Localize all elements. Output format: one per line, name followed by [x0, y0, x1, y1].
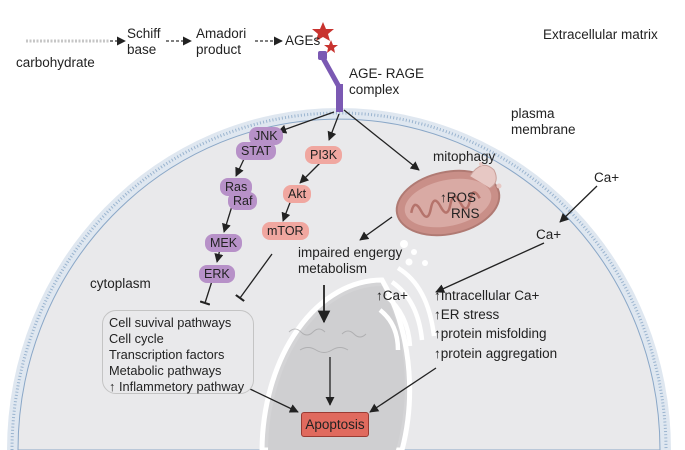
ros-label: ↑ROS — [440, 190, 477, 205]
er-effect-er-stress: ↑ER stress — [434, 307, 500, 322]
ca-outer-label: Ca+ — [594, 170, 620, 185]
outcome-item: Transcription factors — [109, 347, 225, 362]
pi3k-node: PI3K — [305, 146, 343, 164]
er-vesicles — [400, 240, 428, 266]
mek-node: MEK — [205, 234, 243, 252]
ca-er-label: ↑Ca+ — [376, 288, 408, 303]
ras-node: Ras — [220, 178, 253, 196]
endoplasmic-reticulum-icon — [378, 266, 437, 351]
extracellular-matrix-label: Extracellular matrix — [543, 27, 658, 42]
outcome-item: Metabolic pathways — [109, 363, 222, 378]
er-effect-protein-aggregation: ↑protein aggregation — [434, 346, 558, 361]
rage-receptor-icon — [318, 51, 343, 112]
cellular-outcomes-box: Cell suvival pathways Cell cycle Transcr… — [102, 310, 254, 394]
outcome-item: Cell suvival pathways — [109, 315, 232, 330]
carbohydrate-label: carbohydrate — [16, 55, 95, 70]
er-effect-intracellular-ca: ↑Intracellular Ca+ — [434, 288, 540, 303]
erk-node: ERK — [199, 265, 235, 283]
jnk-node: JNK — [249, 127, 283, 145]
apoptosis-box: Apoptosis — [301, 412, 369, 437]
cytoplasm-label: cytoplasm — [90, 276, 151, 291]
ages-label: AGEs — [285, 33, 321, 48]
stat-node: STAT — [236, 142, 277, 160]
chromatin-icon — [288, 328, 367, 353]
mitochondrion-icon — [395, 162, 502, 237]
ages-star-icon — [312, 22, 338, 53]
akt-node: Akt — [283, 185, 312, 203]
mitophagy-label: mitophagy — [433, 149, 496, 164]
ca-mid-label: Ca+ — [536, 227, 562, 242]
mtor-node: mTOR — [262, 222, 309, 240]
outcome-item: Cell cycle — [109, 331, 164, 346]
raf-node: Raf — [228, 192, 258, 210]
er-effect-protein-misfolding: ↑protein misfolding — [434, 326, 547, 341]
rns-label: RNS — [451, 206, 480, 221]
outcome-item: ↑ Inflammetory pathway — [109, 379, 245, 394]
